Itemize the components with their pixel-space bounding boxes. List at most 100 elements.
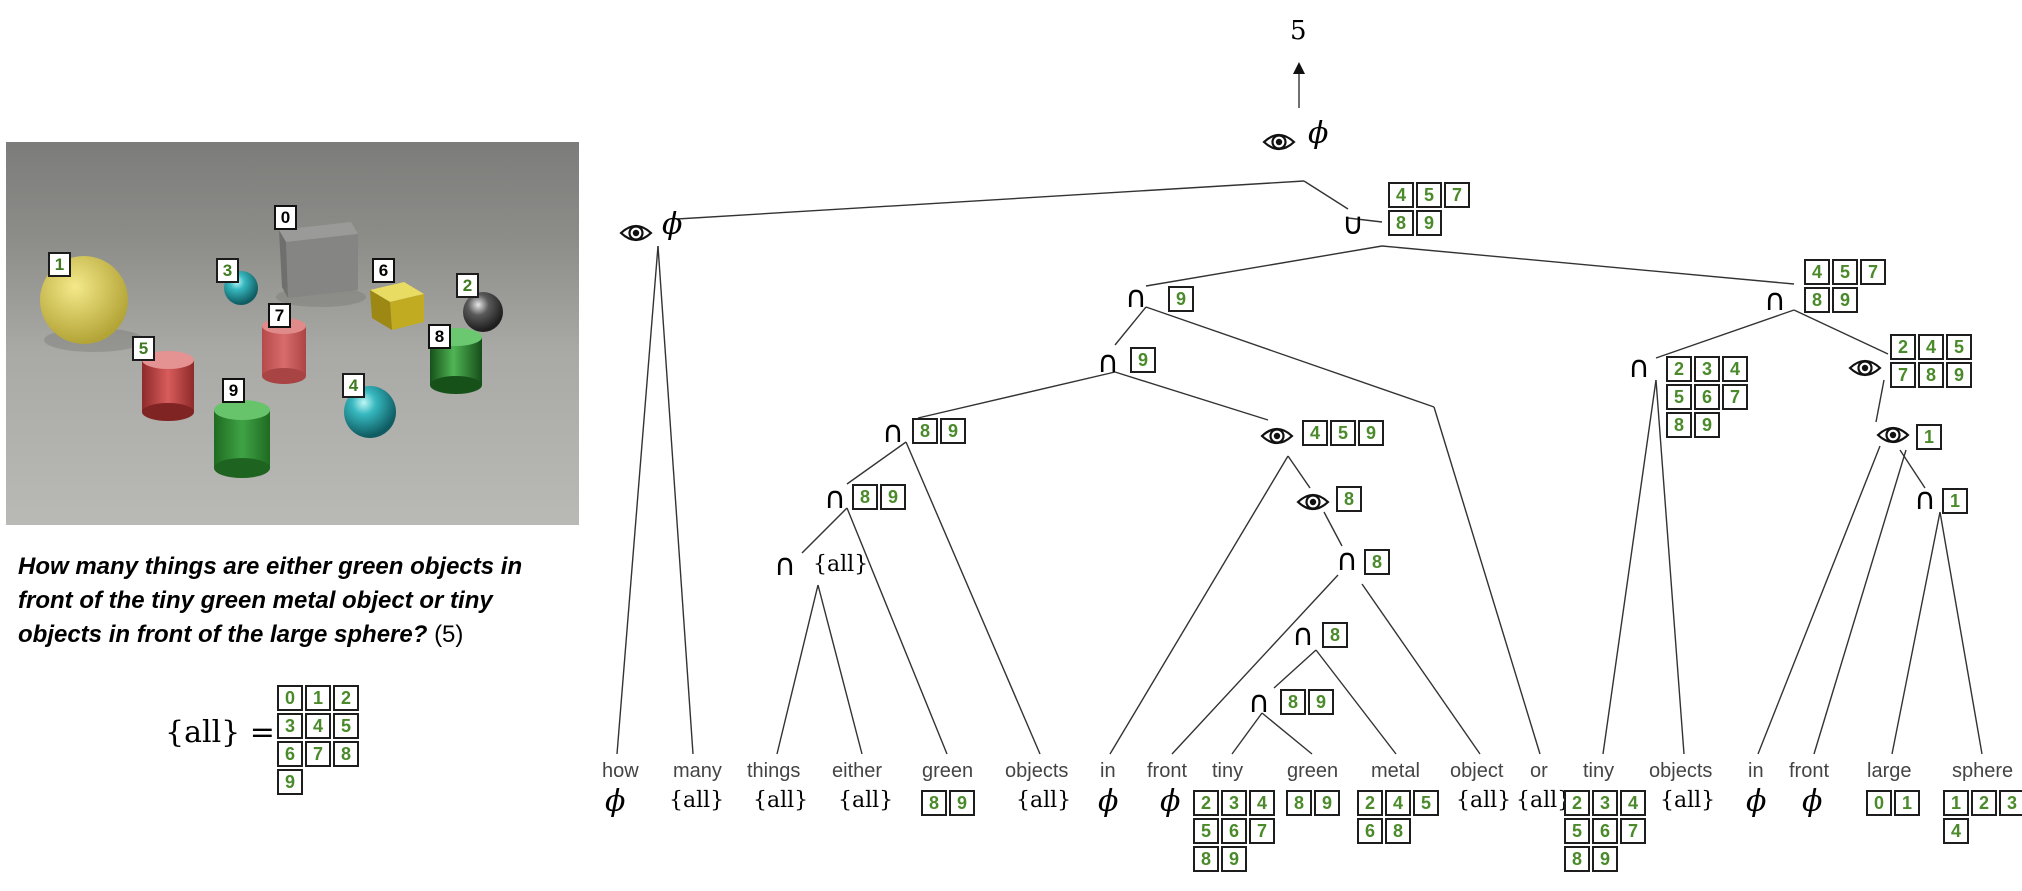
word-large: large [1867, 760, 1912, 782]
set-cell: 4 [1388, 182, 1414, 208]
tree-edge [801, 507, 848, 554]
eye-icon [1848, 359, 1882, 377]
set-cell: 8 [852, 484, 878, 510]
question-text: How many things are either green objects… [18, 550, 578, 652]
set-cell: 4 [1385, 790, 1411, 816]
object-tag: 1 [48, 252, 71, 277]
set-cell: 9 [880, 484, 906, 510]
tree-edge [1793, 309, 1889, 355]
tree-edge [1757, 445, 1881, 755]
set-cell: 8 [1918, 362, 1944, 388]
word-all: {all} [1516, 788, 1572, 813]
set-cell: 9 [949, 790, 975, 816]
set-cell: 4 [1722, 356, 1748, 382]
eye-icon [1260, 427, 1294, 445]
set-cell: 0 [1866, 790, 1892, 816]
set-cell: 7 [1860, 259, 1886, 285]
tree-edge [1381, 245, 1795, 285]
set-cell: 4 [1804, 259, 1830, 285]
set-root-phi: ϕ [1308, 116, 1329, 151]
tree-edge [1145, 245, 1383, 287]
word-metal: metal [1371, 760, 1420, 782]
set-cell: 7 [1249, 818, 1275, 844]
set-and_a: 9 [1168, 286, 1194, 312]
set-cell: 6 [1221, 818, 1247, 844]
word-green: green [1287, 760, 1339, 782]
tree-edge [1287, 455, 1311, 489]
set-and_ls: 1 [1942, 488, 1968, 514]
word-phi: ϕ [1098, 784, 1119, 819]
set-cell: 3 [1694, 356, 1720, 382]
question-answer: (5) [434, 621, 464, 648]
tree-edge [1655, 309, 1795, 359]
set-cell: 9 [1314, 790, 1340, 816]
set-cell: 4 [1918, 334, 1944, 360]
set-cell: 8 [912, 418, 938, 444]
set-cell: 4 [1620, 790, 1646, 816]
set-cell: 4 [305, 713, 331, 739]
tree-edge [846, 507, 948, 755]
set-cell: 7 [1444, 182, 1470, 208]
eye-icon [619, 224, 653, 242]
all-set-definition-label: {all} = [165, 715, 275, 750]
word-in: in [1100, 760, 1116, 782]
set-cell: 7 [305, 741, 331, 767]
word-all: {all} [838, 788, 894, 813]
op-and_tiny: ∩ [1628, 350, 1650, 385]
set-cell: 5 [1416, 182, 1442, 208]
tree-edge [817, 584, 863, 755]
set-and_b: 9 [1130, 347, 1156, 373]
word-objects: objects [1649, 760, 1713, 782]
op-and_r: ∩ [1764, 283, 1786, 318]
set-cell: 9 [1358, 420, 1384, 446]
set-cell: 9 [1592, 846, 1618, 872]
tree-edge [1939, 511, 1983, 755]
set-cell: 8 [1666, 412, 1692, 438]
set-cell: 5 [1832, 259, 1858, 285]
set-cell: 1 [1894, 790, 1920, 816]
set-cell: 1 [1916, 424, 1942, 450]
set-cell: 9 [1168, 286, 1194, 312]
set-cell: 7 [1620, 818, 1646, 844]
set-cell: 9 [1694, 412, 1720, 438]
set-cell: 8 [1286, 790, 1312, 816]
word-front: front [1147, 760, 1188, 782]
set-cell: 3 [1999, 790, 2022, 816]
op-and_g: ∩ [1292, 618, 1314, 653]
set-cell: 2 [333, 685, 359, 711]
set-cell: 2 [1971, 790, 1997, 816]
object-tag: 0 [274, 205, 297, 230]
tree-edge [1145, 306, 1435, 408]
object-tag: 3 [216, 258, 239, 283]
set-cell: 5 [1330, 420, 1356, 446]
set-cell: 9 [1832, 287, 1858, 313]
eye-icon [1296, 493, 1330, 511]
set-cell: 5 [333, 713, 359, 739]
set-cell: 8 [333, 741, 359, 767]
op-and_a: ∩ [1125, 280, 1147, 315]
set-cell: 8 [1564, 846, 1590, 872]
arrow-head [1293, 62, 1305, 74]
tree-edge [1875, 379, 1885, 423]
word-phi: ϕ [1160, 784, 1181, 819]
set-cell: 6 [1357, 818, 1383, 844]
tree-edge [917, 371, 1116, 419]
set-cell: 9 [277, 769, 303, 795]
tree-edge [1361, 583, 1481, 755]
set-cell: 9 [1221, 846, 1247, 872]
word-many: many [673, 760, 722, 782]
object-tag: 9 [222, 378, 245, 403]
op-and_e: ∩ [774, 548, 796, 583]
set-cell: 2 [1666, 356, 1692, 382]
set-cell: 8 [921, 790, 947, 816]
set-cell: 9 [940, 418, 966, 444]
tree-edge [1323, 511, 1343, 547]
